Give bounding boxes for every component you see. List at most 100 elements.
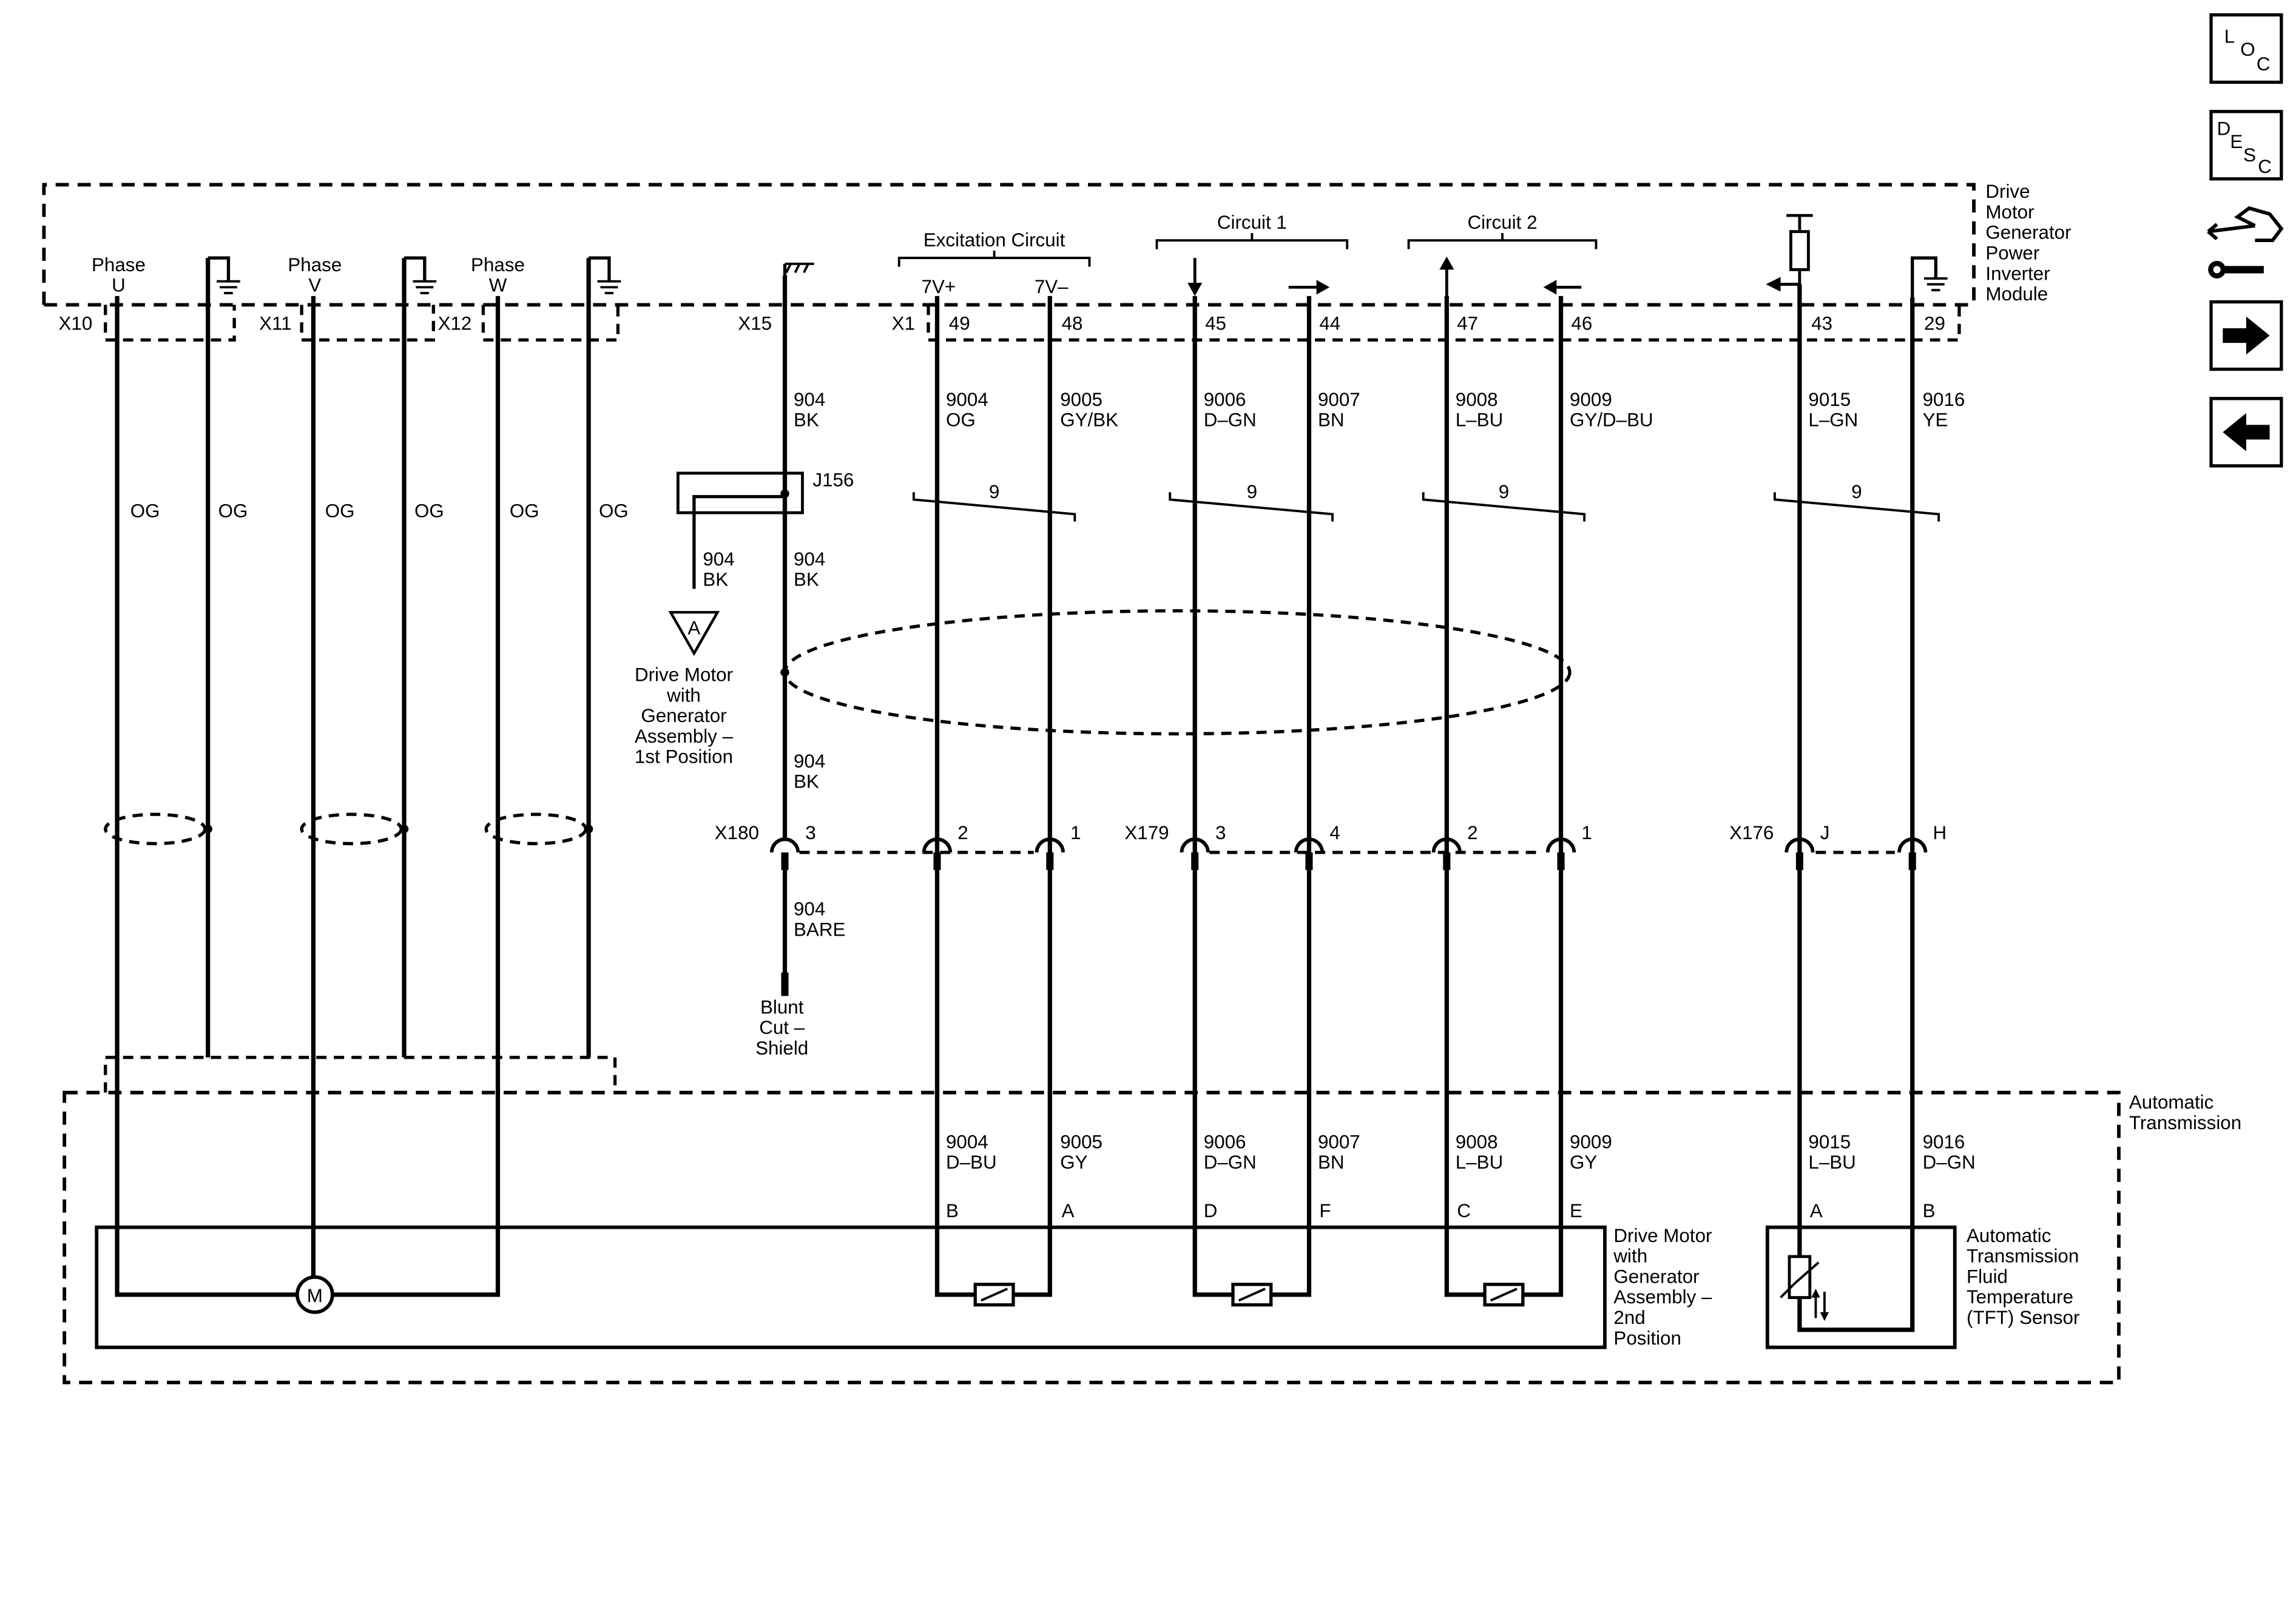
loc-c-label: C [2257,53,2271,75]
wire-9008 [1444,295,1485,1297]
service-tool-button[interactable] [2207,206,2284,279]
twist-marker [1422,492,1586,522]
x179-pin3-terminal [1180,837,1210,870]
phase-wire-color-label: OG [414,500,444,521]
drive-motor-pin-e: E [1570,1200,1582,1221]
pin-45: 45 [1205,312,1226,334]
wire-9006 [1192,295,1233,1297]
loc-button[interactable]: L O C [2209,13,2283,84]
arrow-up-icon [1439,256,1454,296]
phase-wire-color-label: OG [218,500,248,521]
tft-pin-a: A [1810,1200,1823,1221]
connector-x12-box [481,305,620,342]
splice-j156 [676,471,804,515]
x180-pin3-terminal [769,837,800,870]
signal-shield-ellipse [783,609,1572,736]
tft-pin-b: B [1923,1200,1936,1221]
pin-48: 48 [1062,312,1083,334]
x180-pin-2: 2 [957,822,968,843]
x176-pin-j: J [1820,822,1830,843]
drive-motor-pin-b: B [946,1200,959,1221]
wire-9009 [1522,295,1564,1297]
x176-pinj-terminal [1784,837,1815,870]
tft-low-ground-icon [1911,256,1948,298]
phase-wire-color-label: OG [325,500,355,521]
x179-pin1-terminal [1545,837,1576,870]
x180-pin2-terminal [922,837,953,870]
x179-pin4-terminal [1294,837,1325,870]
motor-icon [295,1275,334,1314]
connector-x10-box [104,305,236,342]
wire-9004 [934,295,976,1297]
loc-o-label: O [2240,39,2255,60]
x176-pinh-terminal [1897,837,1928,870]
x180-pin1-terminal [1035,837,1065,870]
phase-u-splice-dot [203,825,212,834]
excitation-coil-icon [973,1283,1015,1307]
circuit1-label: Circuit 1 [1217,212,1287,233]
service-tool-icon [2207,206,2284,279]
phase-v-splice-dot [399,825,409,834]
wire-9007 [1271,295,1312,1297]
next-arrow-icon [2223,316,2270,355]
connector-x11-box [300,305,435,342]
splice-j156-label: J156 [812,470,854,491]
prev-page-button[interactable] [2209,397,2283,468]
prev-arrow-icon [2223,413,2270,451]
phase-u-wire [115,295,299,1297]
connector-x176-label: X176 [1729,822,1774,843]
excitation-coil-mark [981,1288,1008,1302]
circuit1-coil-mark [1238,1288,1266,1302]
excitation-bracket [897,251,1091,267]
loc-l-label: L [2224,25,2235,47]
pin-49: 49 [949,312,970,334]
desc-button[interactable]: D E S C [2209,110,2283,181]
next-page-button[interactable] [2209,300,2283,371]
phase-v-ground-icon [404,256,437,294]
wire-9005 [1013,295,1052,1297]
chassis-ground-icon [783,262,814,276]
x179-pin-4: 4 [1329,822,1340,843]
desc-d-label: D [2217,118,2231,139]
connector-x180-label: X180 [715,822,759,843]
connector-x10-label: X10 [59,312,93,334]
circuit2-coil-mark [1490,1288,1518,1302]
x176-pin-h: H [1933,822,1947,843]
phase-v-shield-ellipse [300,812,403,846]
phase-w-ground-icon [589,256,621,294]
inverter-module-boundary [42,183,1976,305]
arrow-left-icon [1543,280,1582,295]
x179-pin2-terminal [1431,837,1462,870]
wire-904-branch [692,495,785,589]
drive-motor-pin-f: F [1319,1200,1331,1221]
pin-44: 44 [1319,312,1340,334]
phase-connector-boundary [104,1056,617,1093]
drive-motor-pin-d: D [1204,1200,1218,1221]
connector-x1-box [927,305,1961,342]
drive-motor-2nd-position-box [95,1225,1607,1349]
motor-label: M [307,1285,323,1306]
x179-pin-2: 2 [1467,822,1477,843]
connector-x11-label: X11 [259,312,291,334]
x179-pin-1: 1 [1581,822,1592,843]
